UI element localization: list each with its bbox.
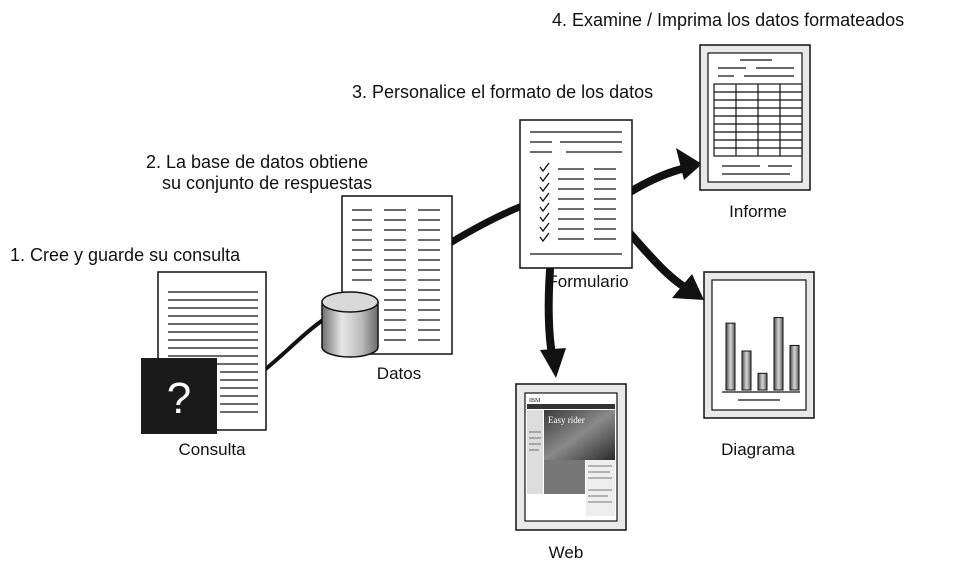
web-topbar — [527, 404, 615, 409]
formulario-check-rows — [530, 162, 622, 255]
diagrama-document — [703, 271, 815, 419]
web-logo: IBM — [529, 398, 541, 404]
formulario-page — [519, 119, 633, 269]
web-label: Web — [548, 543, 584, 562]
diagrama-bars — [725, 317, 800, 391]
arrow-to-web — [544, 266, 556, 359]
step-1-caption: 1. Cree y guarde su consulta — [10, 245, 241, 265]
consulta-label: Consulta — [178, 440, 246, 459]
database-cylinder-icon — [321, 291, 379, 358]
arrowhead-diagrama-icon — [672, 274, 704, 300]
datos-label: Datos — [376, 364, 422, 383]
web-content-block — [544, 460, 585, 494]
connector-datos-formulario — [446, 199, 534, 247]
step-3-caption: 3. Personalice el formato de los datos — [352, 82, 654, 102]
informe-document — [699, 44, 811, 191]
web-hero-title: Easy rider — [548, 415, 585, 425]
web-side-text — [586, 460, 615, 516]
diagrama-bar — [741, 350, 752, 391]
step-4-caption: 4. Examine / Imprima los datos formatead… — [552, 10, 905, 30]
formulario-label: Formulario — [547, 272, 629, 291]
formulario-document — [519, 119, 633, 269]
web-document — [515, 383, 627, 531]
formulario-header-lines — [530, 131, 622, 153]
arrowhead-web-icon — [540, 348, 566, 378]
question-mark-icon: ? — [167, 374, 191, 423]
informe-label: Informe — [729, 202, 787, 221]
diagrama-bar — [773, 317, 784, 391]
arrow-to-informe — [626, 164, 690, 196]
arrowhead-informe-icon — [676, 148, 702, 180]
datos-columns — [352, 209, 440, 341]
question-box — [141, 358, 217, 434]
web-hero-image — [544, 410, 615, 460]
consulta-document — [141, 271, 267, 434]
step-2-caption-line1: 2. La base de datos obtiene — [146, 152, 369, 172]
step-2-caption-line2: su conjunto de respuestas — [162, 173, 373, 193]
arrow-to-diagrama — [621, 224, 690, 292]
diagrama-label: Diagrama — [721, 440, 795, 459]
web-sidebar — [527, 410, 543, 494]
diagrama-bar — [789, 344, 800, 391]
diagrama-bar — [725, 322, 736, 391]
diagrama-bar — [757, 372, 768, 391]
consulta-text-lines — [168, 291, 258, 413]
